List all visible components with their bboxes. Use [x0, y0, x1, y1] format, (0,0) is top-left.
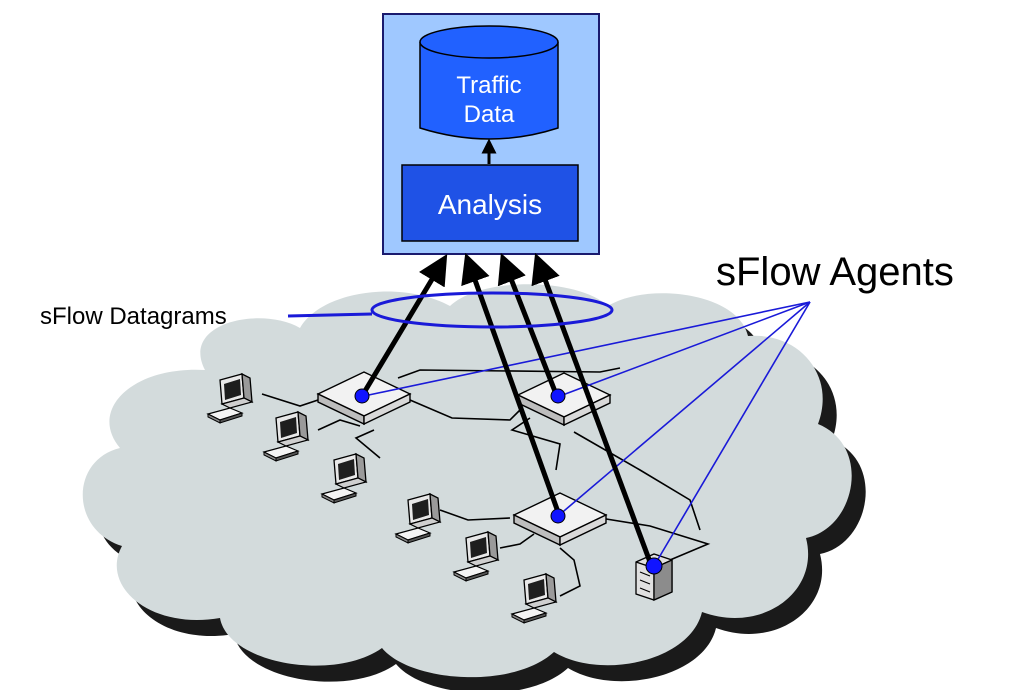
agent-pointer — [559, 301, 811, 397]
agent-pointer — [363, 301, 811, 397]
database-label-line2: Data — [464, 101, 515, 128]
cable — [439, 509, 511, 521]
cable — [499, 533, 535, 549]
cable — [317, 419, 361, 431]
agent-dot-switch-left — [354, 388, 370, 404]
collector: Traffic Data Analysis — [382, 13, 600, 255]
agent-dot-switch-right — [550, 388, 566, 404]
agent-dots — [354, 388, 663, 575]
datagram-label-connector — [287, 312, 373, 318]
cable — [510, 417, 561, 471]
cable — [559, 547, 581, 597]
analysis-box — [401, 164, 579, 242]
agent-dot-server — [645, 557, 663, 575]
datagram-arrow — [359, 253, 448, 398]
agent-pointer-lines — [363, 301, 811, 567]
datagram-arrows — [359, 252, 653, 563]
cable — [599, 517, 711, 561]
traffic-data-database: Traffic Data — [419, 25, 559, 140]
sflow-agents-label: sFlow Agents — [716, 250, 954, 294]
network-cloud — [82, 284, 866, 690]
datagram-arrow — [497, 252, 559, 395]
datagram-arrow — [461, 252, 561, 513]
database-label-line1: Traffic — [456, 72, 521, 99]
sflow-datagrams-label: sFlow Datagrams — [40, 303, 227, 330]
agent-dot-switch-middle — [550, 508, 566, 524]
analysis-label: Analysis — [438, 189, 542, 220]
datagram-ellipse — [370, 291, 614, 329]
cable — [354, 429, 381, 459]
agent-pointer — [557, 301, 811, 517]
cable — [409, 399, 521, 421]
agent-pointer — [653, 301, 811, 567]
datagram-arrow — [531, 252, 653, 563]
